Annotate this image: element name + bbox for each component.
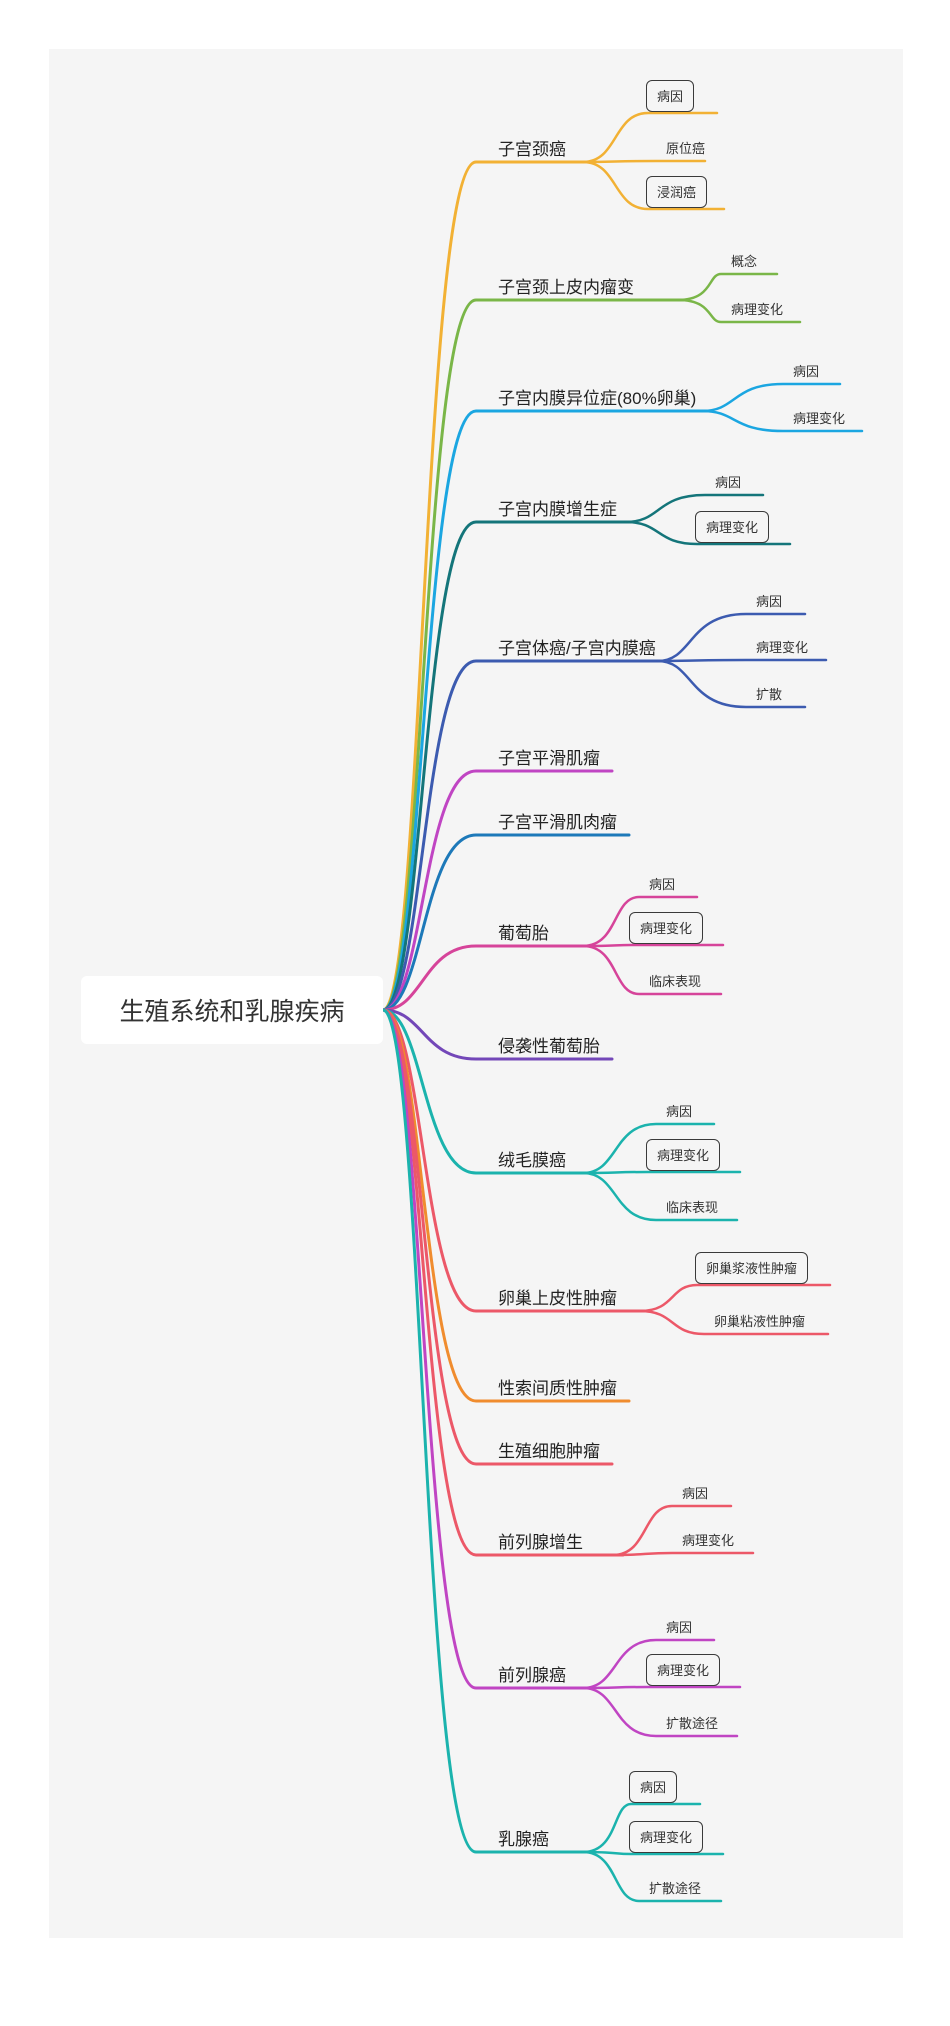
branch-connector [381, 833, 631, 1012]
topic-9[interactable]: 侵袭性葡萄胎 [498, 1037, 600, 1056]
subtopic-connector [581, 1685, 742, 1690]
branch-connector [381, 769, 614, 1012]
topic-6[interactable]: 子宫平滑肌瘤 [498, 749, 600, 768]
subtopic-8-1[interactable]: 病因 [649, 877, 676, 892]
root-topic[interactable]: 生殖系统和乳腺疾病 [81, 976, 383, 1044]
subtopic-connector [638, 1309, 830, 1336]
subtopic-2-2[interactable]: 病理变化 [731, 302, 784, 317]
subtopic-5-2[interactable]: 病理变化 [756, 640, 809, 655]
subtopic-connector [700, 409, 864, 433]
subtopic-11-1[interactable]: 卵巢浆液性肿瘤 [695, 1252, 809, 1284]
subtopic-4-1[interactable]: 病因 [715, 475, 742, 490]
topic-13[interactable]: 生殖细胞肿瘤 [498, 1442, 600, 1461]
subtopic-connector [624, 520, 792, 546]
topic-5[interactable]: 子宫体癌/子宫内膜癌 [498, 639, 656, 658]
topic-16[interactable]: 乳腺癌 [498, 1830, 549, 1849]
subtopic-connector [581, 1122, 716, 1175]
topic-10[interactable]: 绒毛膜癌 [498, 1151, 566, 1170]
subtopic-14-1[interactable]: 病因 [682, 1486, 709, 1501]
subtopic-connector [581, 159, 707, 164]
subtopic-connector [676, 298, 802, 324]
topic-15[interactable]: 前列腺癌 [498, 1666, 566, 1685]
subtopic-16-1[interactable]: 病因 [629, 1771, 678, 1803]
subtopic-10-2[interactable]: 病理变化 [646, 1139, 721, 1171]
subtopic-10-1[interactable]: 病因 [666, 1104, 693, 1119]
root-topic-label: 生殖系统和乳腺疾病 [119, 998, 345, 1026]
subtopic-8-3[interactable]: 临床表现 [649, 974, 702, 989]
subtopic-5-1[interactable]: 病因 [756, 594, 783, 609]
subtopic-4-2[interactable]: 病理变化 [695, 511, 770, 543]
topic-8[interactable]: 葡萄胎 [498, 924, 549, 943]
subtopic-connector [581, 1638, 716, 1690]
subtopic-10-3[interactable]: 临床表现 [666, 1200, 719, 1215]
subtopic-connector [581, 1171, 739, 1222]
topic-11[interactable]: 卵巢上皮性肿瘤 [498, 1289, 617, 1308]
subtopic-15-3[interactable]: 扩散途径 [666, 1716, 719, 1731]
subtopic-11-2[interactable]: 卵巢粘液性肿瘤 [714, 1314, 806, 1329]
branch-connector [381, 1008, 652, 1313]
subtopic-1-3[interactable]: 浸润癌 [646, 176, 708, 208]
subtopic-connector [656, 612, 807, 663]
subtopic-15-2[interactable]: 病理变化 [646, 1654, 721, 1686]
subtopic-connector [581, 160, 726, 211]
branch-connector [381, 944, 595, 1012]
subtopic-connector [581, 1850, 725, 1856]
topic-12[interactable]: 性索间质性肿瘤 [498, 1379, 617, 1398]
branch-connector [381, 520, 638, 1012]
subtopic-8-2[interactable]: 病理变化 [629, 912, 704, 944]
subtopic-connector [624, 493, 765, 524]
topic-3[interactable]: 子宫内膜异位症(80%卵巢) [498, 389, 697, 408]
subtopic-15-1[interactable]: 病因 [666, 1620, 693, 1635]
topic-4[interactable]: 子宫内膜增生症 [498, 500, 617, 519]
subtopic-connector [581, 895, 699, 948]
branch-connector [381, 659, 670, 1012]
subtopic-5-3[interactable]: 扩散 [756, 687, 783, 702]
subtopic-connector [656, 659, 807, 709]
subtopic-3-1[interactable]: 病因 [793, 364, 820, 379]
topic-1[interactable]: 子宫颈癌 [498, 140, 566, 159]
subtopic-14-2[interactable]: 病理变化 [682, 1533, 735, 1548]
branch-connector [381, 1008, 595, 1854]
subtopic-connector [700, 382, 842, 413]
branch-connector [381, 1008, 614, 1061]
subtopic-1-2[interactable]: 原位癌 [666, 141, 706, 156]
subtopic-connector [581, 1170, 742, 1175]
subtopic-connector [581, 111, 719, 164]
subtopic-connector [581, 1686, 739, 1738]
subtopic-connector [638, 1283, 832, 1313]
topic-7[interactable]: 子宫平滑肌肉瘤 [498, 813, 617, 832]
subtopic-connector [611, 1504, 733, 1557]
subtopic-connector [581, 943, 725, 948]
subtopic-16-2[interactable]: 病理变化 [629, 1821, 704, 1853]
subtopic-connector [581, 1802, 702, 1854]
subtopic-connector [581, 1850, 723, 1903]
subtopic-16-3[interactable]: 扩散途径 [649, 1881, 702, 1896]
subtopic-1-1[interactable]: 病因 [646, 80, 695, 112]
subtopic-connector [676, 272, 779, 302]
branch-connector [381, 1008, 595, 1175]
topic-2[interactable]: 子宫颈上皮内瘤变 [498, 278, 634, 297]
subtopic-2-1[interactable]: 概念 [731, 254, 758, 269]
subtopic-connector [656, 658, 828, 663]
subtopic-3-2[interactable]: 病理变化 [793, 411, 846, 426]
topic-14[interactable]: 前列腺增生 [498, 1533, 583, 1552]
subtopic-connector [581, 944, 723, 996]
subtopic-connector [611, 1551, 755, 1557]
